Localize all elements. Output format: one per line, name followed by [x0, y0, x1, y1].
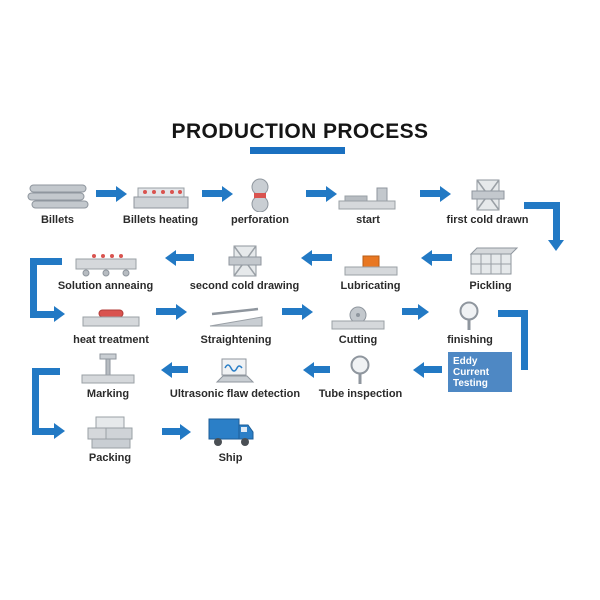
flow-connector-arrowhead — [54, 306, 65, 322]
flow-arrow — [96, 190, 116, 197]
step-label: Packing — [88, 452, 132, 464]
flow-arrow — [202, 190, 222, 197]
flow-arrow — [306, 190, 326, 197]
flow-arrow — [172, 366, 188, 373]
flow-arrow — [176, 254, 194, 261]
step-label: Straightening — [200, 334, 272, 346]
step-label: Billets heating — [122, 214, 199, 226]
step-label: Tube inspection — [318, 388, 403, 400]
pickling-tank-icon — [438, 242, 543, 278]
title-underline — [250, 147, 345, 154]
flow-connector — [521, 310, 528, 370]
eddy-label-line1: Eddy Current — [453, 356, 490, 378]
heating-furnace-icon — [108, 176, 213, 212]
lubricating-machine-icon — [318, 242, 423, 278]
flow-arrow — [424, 366, 442, 373]
flow-connector — [524, 202, 560, 209]
step-pickling: Pickling — [438, 242, 543, 293]
step-marking: Marking — [52, 350, 164, 401]
flow-connector — [30, 311, 54, 318]
step-label: Ultrasonic flaw detection — [169, 388, 301, 400]
step-label: second cold drawing — [189, 280, 300, 292]
flow-arrow — [162, 428, 180, 435]
step-billets: Billets — [10, 176, 105, 227]
flow-arrow — [402, 308, 418, 315]
heat-treatment-machine-icon — [55, 296, 167, 332]
laptop-icon — [166, 350, 304, 386]
step-cutting: Cutting — [303, 296, 413, 347]
flow-connector — [32, 428, 54, 435]
cold-draw-press-icon — [430, 176, 545, 212]
flow-connector — [498, 310, 528, 317]
eddy-label-line2: Testing — [453, 378, 488, 389]
step-label: finishing — [447, 334, 493, 346]
step-label: Billets — [40, 214, 74, 226]
flow-connector — [32, 368, 39, 435]
step-label: Solution anneaing — [57, 280, 154, 292]
flow-arrow — [420, 190, 440, 197]
step-label: Pickling — [469, 280, 512, 292]
step-solution-anneaing: Solution anneaing — [48, 242, 163, 293]
cutting-machine-icon — [303, 296, 413, 332]
step-heat-treatment: heat treatment — [55, 296, 167, 347]
step-label: Ship — [218, 452, 243, 464]
start-machine-icon — [318, 176, 418, 212]
flow-connector — [30, 258, 62, 265]
marking-machine-icon — [52, 350, 164, 386]
step-second-cold-drawing: second cold drawing — [182, 242, 307, 293]
flow-connector — [30, 258, 37, 318]
boxes-icon — [55, 414, 165, 450]
flow-arrow — [156, 308, 176, 315]
step-tube-inspection: Tube inspection — [308, 350, 413, 401]
perforation-rollers-icon — [210, 176, 310, 212]
step-label: Cutting — [338, 334, 378, 346]
step-first-cold-drawn: first cold drawn — [430, 176, 545, 227]
step-ship: Ship — [178, 414, 283, 465]
step-label: Lubricating — [340, 280, 401, 292]
step-label: Marking — [86, 388, 130, 400]
step-packing: Packing — [55, 414, 165, 465]
step-label: perforation — [230, 214, 290, 226]
step-straightening: Straightening — [180, 296, 292, 347]
annealing-machine-icon — [48, 242, 163, 278]
step-eddy-current-testing: Eddy Current Testing — [448, 352, 512, 392]
step-ultrasonic-flaw-detection: Ultrasonic flaw detection — [166, 350, 304, 401]
magnifier-icon — [420, 296, 520, 332]
flow-connector-arrowhead — [54, 423, 65, 439]
step-finishing: finishing — [420, 296, 520, 347]
flow-arrow — [282, 308, 302, 315]
flow-arrow — [432, 254, 452, 261]
step-label: heat treatment — [73, 334, 149, 346]
cold-draw-press-icon — [182, 242, 307, 278]
step-lubricating: Lubricating — [318, 242, 423, 293]
flow-arrow — [314, 366, 330, 373]
truck-icon — [178, 414, 283, 450]
step-start: start — [318, 176, 418, 227]
step-label: first cold drawn — [446, 214, 529, 226]
flow-connector — [32, 368, 60, 375]
step-perforation: perforation — [210, 176, 310, 227]
straightening-machine-icon — [180, 296, 292, 332]
step-billets-heating: Billets heating — [108, 176, 213, 227]
billets-icon — [10, 176, 105, 212]
flow-connector — [553, 202, 560, 240]
diagram-title: PRODUCTION PROCESS — [171, 120, 429, 143]
flow-arrow — [312, 254, 332, 261]
step-label: start — [356, 214, 380, 226]
magnifier-icon — [308, 350, 413, 386]
flow-connector-arrowhead — [548, 240, 564, 251]
